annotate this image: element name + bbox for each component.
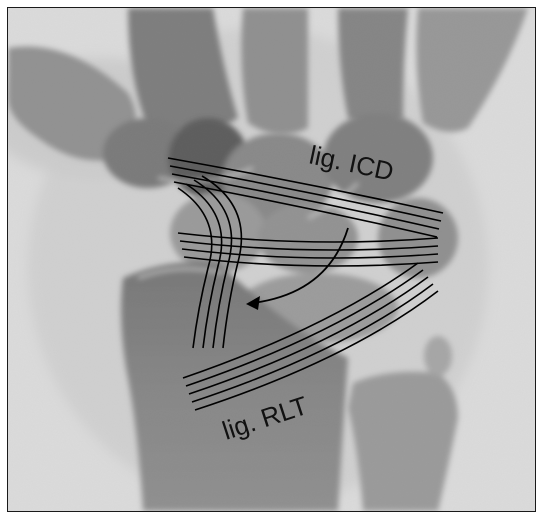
film-grain <box>8 8 535 511</box>
wrist-xray-image: lig. ICD lig. RLT <box>8 8 535 511</box>
xray-figure: lig. ICD lig. RLT <box>7 7 536 512</box>
